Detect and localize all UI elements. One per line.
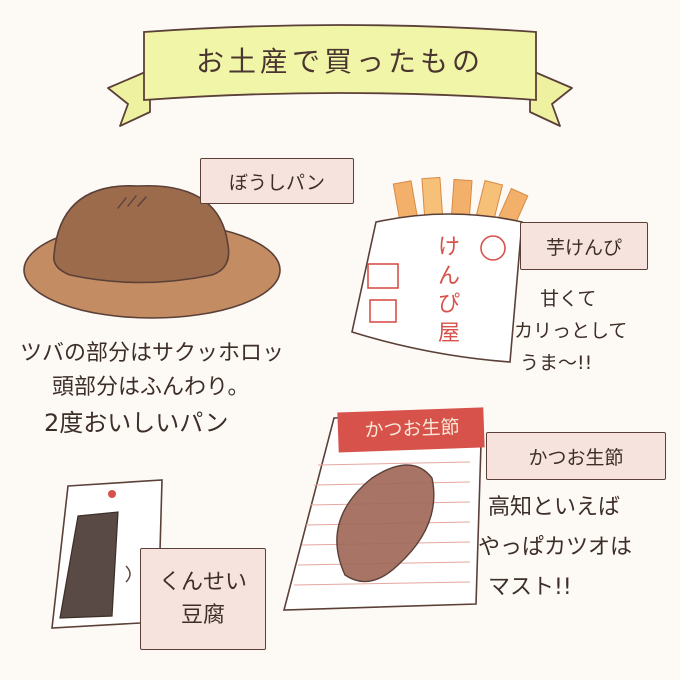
tofu-label: くんせい 豆腐 <box>140 548 266 650</box>
page-title: お土産で買ったもの <box>195 45 484 78</box>
katsuo-desc-line-2: やっぱカツオは <box>478 535 633 560</box>
bread-desc-line-3: 2度おいしいパン <box>44 409 229 437</box>
katsuo-desc-line-3: マスト!! <box>488 575 572 600</box>
bread-label: ぼうしパン <box>200 158 354 204</box>
tofu-label-line-1: くんせい <box>158 570 247 595</box>
kenpi-desc-line-1: 甘くて <box>540 288 597 310</box>
kenpi-label: 芋けんぴ <box>520 222 648 270</box>
katsuo-pack-label: かつお生節 <box>364 416 460 442</box>
kenpi-desc-line-3: うま〜!! <box>520 352 593 374</box>
katsuo-pack-illustration <box>282 407 485 611</box>
tofu-pack-illustration <box>51 479 163 629</box>
tofu-label-line-2: 豆腐 <box>180 603 225 628</box>
bread-illustration <box>23 184 281 319</box>
katsuo-label: かつお生節 <box>486 432 666 480</box>
katsuo-desc-line-1: 高知といえば <box>488 495 621 520</box>
bread-desc-line-1: ツバの部分はサクッホロッ <box>20 341 285 366</box>
kenpi-bag-illustration <box>351 176 529 363</box>
kenpi-desc-line-2: カリっとして <box>514 320 628 342</box>
bread-desc-line-2: 頭部分はふんわり。 <box>52 375 250 400</box>
kenpi-bag-text: けんぴ屋 <box>438 235 461 346</box>
